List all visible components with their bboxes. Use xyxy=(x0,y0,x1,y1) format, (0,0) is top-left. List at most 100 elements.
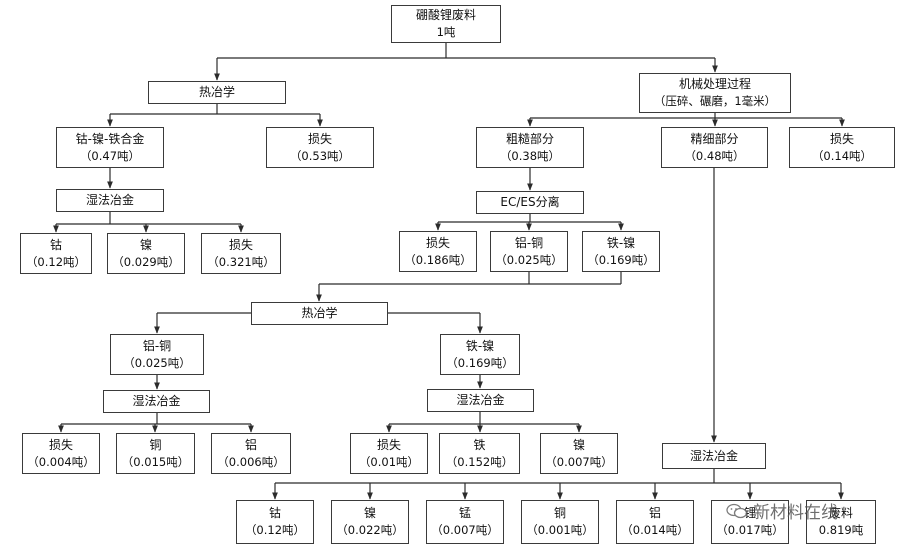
loss-amount-1: （0.53吨） xyxy=(289,148,351,163)
iron-nickel-node-1: 铁-镍 （0.169吨） xyxy=(582,231,660,272)
hydrometallurgy-label-1: 湿法冶金 xyxy=(85,193,134,207)
coarse-fraction-amount: （0.38吨） xyxy=(499,148,561,163)
nickel-label-2: 镍 xyxy=(572,437,585,452)
copper-amount-1: （0.015吨） xyxy=(121,454,190,469)
ec-es-separation-node: EC/ES分离 xyxy=(476,191,584,214)
pyrometallurgy-label-2: 热冶学 xyxy=(301,306,338,320)
copper-label-1: 铜 xyxy=(149,437,162,452)
lithium-amount-1: （0.017吨） xyxy=(716,523,784,537)
coarse-fraction-node: 粗糙部分 （0.38吨） xyxy=(476,127,584,168)
loss-label-3: 损失 xyxy=(228,237,253,252)
manganese-node-1: 锰 （0.007吨） xyxy=(426,500,504,544)
iron-label-1: 铁 xyxy=(473,437,486,452)
loss-amount-4: （0.186吨） xyxy=(404,252,472,267)
copper-label-2: 铜 xyxy=(553,506,566,520)
cobalt-nickel-iron-alloy-amount: （0.47吨） xyxy=(79,148,141,163)
nickel-node-2: 镍 （0.007吨） xyxy=(540,433,618,474)
nickel-node-3: 镍 （0.022吨） xyxy=(331,500,409,544)
hydrometallurgy-node-3: 湿法冶金 xyxy=(427,389,534,412)
iron-node-1: 铁 （0.152吨） xyxy=(439,433,520,474)
nickel-amount-2: （0.007吨） xyxy=(545,454,613,469)
hydrometallurgy-label-4: 湿法冶金 xyxy=(689,448,738,463)
aluminum-copper-node-1: 铝-铜 （0.025吨） xyxy=(490,231,568,272)
loss-label-6: 损失 xyxy=(376,437,401,452)
ec-es-separation-label: EC/ES分离 xyxy=(500,195,560,209)
loss-node-3: 损失 （0.321吨） xyxy=(201,233,281,274)
hydrometallurgy-node-1: 湿法冶金 xyxy=(56,189,164,212)
aluminum-amount-1: （0.006吨） xyxy=(217,454,285,469)
mechanical-process-label: 机械处理过程 xyxy=(678,77,751,91)
aluminum-copper-amount-2: （0.025吨） xyxy=(123,355,191,370)
lithium-node-1: 锂 （0.017吨） xyxy=(711,500,789,544)
cobalt-label-2: 钴 xyxy=(268,506,281,520)
nickel-amount-1: （0.029吨） xyxy=(112,254,180,269)
waste-label-1: 废料 xyxy=(828,506,853,520)
loss-node-5: 损失 （0.004吨） xyxy=(22,433,100,474)
coarse-fraction-label: 粗糙部分 xyxy=(505,131,554,146)
iron-nickel-label-2: 铁-镍 xyxy=(465,338,495,353)
fine-fraction-node: 精细部分 （0.48吨） xyxy=(661,127,768,168)
root-label: 硼酸锂废料 xyxy=(415,8,476,22)
aluminum-copper-label-1: 铝-铜 xyxy=(514,235,544,250)
loss-label-5: 损失 xyxy=(48,437,73,452)
root-amount: 1吨 xyxy=(436,25,456,39)
loss-label-4: 损失 xyxy=(425,235,450,250)
copper-node-2: 铜 （0.001吨） xyxy=(521,500,599,544)
loss-amount-3: （0.321吨） xyxy=(207,254,275,269)
iron-amount-1: （0.152吨） xyxy=(445,454,514,469)
aluminum-copper-amount-1: （0.025吨） xyxy=(495,252,563,267)
copper-node-1: 铜 （0.015吨） xyxy=(116,433,195,474)
pyrometallurgy-label-1: 热冶学 xyxy=(198,85,235,99)
loss-node-6: 损失 （0.01吨） xyxy=(350,433,428,474)
pyrometallurgy-node-1: 热冶学 xyxy=(148,81,286,104)
aluminum-copper-node-2: 铝-铜 （0.025吨） xyxy=(110,334,204,375)
watermark: 新材料在线 xyxy=(726,498,838,523)
root-node: 硼酸锂废料 1吨 xyxy=(391,5,501,43)
nickel-label-3: 镍 xyxy=(363,506,376,520)
loss-amount-6: （0.01吨） xyxy=(358,454,420,469)
watermark-text: 新材料在线 xyxy=(753,503,838,523)
aluminum-node-1: 铝 （0.006吨） xyxy=(211,433,291,474)
manganese-amount-1: （0.007吨） xyxy=(431,523,499,537)
fine-fraction-label: 精细部分 xyxy=(690,131,739,146)
hydrometallurgy-node-4: 湿法冶金 xyxy=(662,443,766,469)
lithium-label-1: 锂 xyxy=(743,506,756,520)
aluminum-amount-2: （0.014吨） xyxy=(621,523,689,537)
aluminum-label-2: 铝 xyxy=(648,506,661,520)
iron-nickel-amount-1: （0.169吨） xyxy=(587,252,655,267)
loss-node-2: 损失 （0.14吨） xyxy=(789,127,895,168)
aluminum-copper-label-2: 铝-铜 xyxy=(142,338,172,353)
cobalt-nickel-iron-alloy-label: 钴-镍-铁合金 xyxy=(75,131,145,146)
cobalt-node-1: 钴 （0.12吨） xyxy=(20,233,92,274)
fine-fraction-amount: （0.48吨） xyxy=(684,148,745,163)
loss-node-4: 损失 （0.186吨） xyxy=(399,231,477,272)
iron-nickel-node-2: 铁-镍 （0.169吨） xyxy=(440,334,520,375)
hydrometallurgy-node-2: 湿法冶金 xyxy=(103,390,210,413)
nickel-node-1: 镍 （0.029吨） xyxy=(107,233,185,274)
iron-nickel-label-1: 铁-镍 xyxy=(606,235,636,250)
loss-node-1: 损失 （0.53吨） xyxy=(266,127,374,168)
mechanical-process-node: 机械处理过程 （压碎、碾磨，1毫米） xyxy=(639,73,791,113)
aluminum-node-2: 铝 （0.014吨） xyxy=(616,500,694,544)
loss-amount-5: （0.004吨） xyxy=(27,454,95,469)
pyrometallurgy-node-2: 热冶学 xyxy=(251,302,388,325)
hydrometallurgy-label-2: 湿法冶金 xyxy=(132,394,181,408)
copper-amount-2: （0.001吨） xyxy=(526,523,594,537)
iron-nickel-amount-2: （0.169吨） xyxy=(446,355,514,370)
manganese-label-1: 锰 xyxy=(458,506,471,520)
nickel-amount-3: （0.022吨） xyxy=(336,523,404,537)
aluminum-label-1: 铝 xyxy=(244,437,257,452)
wechat-icon xyxy=(726,503,748,518)
nickel-label-1: 镍 xyxy=(139,237,152,252)
loss-label-2: 损失 xyxy=(829,131,854,146)
loss-amount-2: （0.14吨） xyxy=(811,148,873,163)
cobalt-node-2: 钴 （0.12吨） xyxy=(236,500,314,544)
cobalt-nickel-iron-alloy-node: 钴-镍-铁合金 （0.47吨） xyxy=(56,127,164,168)
cobalt-amount-2: （0.12吨） xyxy=(244,523,306,537)
cobalt-amount-1: （0.12吨） xyxy=(25,254,87,269)
waste-node-1: 废料 0.819吨 xyxy=(806,500,876,544)
waste-amount-1: 0.819吨 xyxy=(818,523,864,537)
hydrometallurgy-label-3: 湿法冶金 xyxy=(456,393,505,407)
loss-label-1: 损失 xyxy=(307,131,332,146)
